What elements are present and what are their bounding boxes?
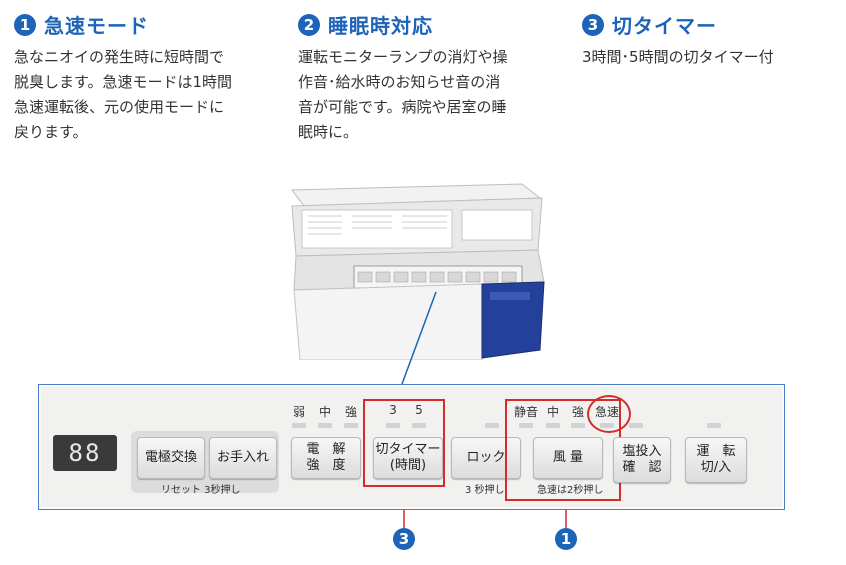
feature-title: 急速モード	[44, 14, 149, 38]
power-button[interactable]: 運 転 切/入	[685, 437, 747, 483]
led-strong-airflow	[571, 423, 585, 428]
salt-check-button[interactable]: 塩投入 確 認	[613, 437, 671, 483]
led-quiet	[519, 423, 533, 428]
airflow-note: 急速は2秒押し	[537, 485, 604, 496]
feature-number-badge: 2	[298, 13, 320, 36]
electrolysis-strength-button[interactable]: 電 解 強 度	[291, 437, 361, 479]
led-power	[707, 423, 721, 428]
led-timer-3	[386, 423, 400, 428]
feature-description: 3時間･5時間の切タイマー付	[582, 48, 774, 66]
off-timer-button[interactable]: 切タイマー (時間)	[373, 437, 443, 479]
led-weak	[292, 423, 306, 428]
indicator-mid-airflow: 中	[546, 405, 559, 419]
indicator-quiet: 静音	[513, 405, 538, 419]
electrode-replace-button[interactable]: 電極交換	[137, 437, 205, 479]
feature-off-timer: 3 切タイマー 3時間･5時間の切タイマー付	[582, 10, 832, 70]
airflow-button[interactable]: 風 量	[533, 437, 603, 479]
rapid-highlight-circle	[587, 395, 631, 433]
indicator-strong-airflow: 強	[571, 405, 584, 419]
led-mid-airflow	[546, 423, 560, 428]
reset-note: リセット 3秒押し	[161, 485, 241, 496]
timer-highlight-box	[363, 399, 445, 487]
led-timer-5	[412, 423, 426, 428]
feature-description: 運転モニターランプの消灯や操 作音･給水時のお知らせ音の消 音が可能です。病院や…	[298, 48, 508, 141]
led-mid	[318, 423, 332, 428]
timer-marker: 3	[393, 528, 415, 550]
airflow-marker: 1	[555, 528, 577, 550]
feature-rapid-mode: 1 急速モード 急なニオイの発生時に短時間で 脱臭します。急速モードは1時間 急…	[14, 10, 276, 145]
indicator-mid: 中	[318, 405, 331, 419]
led-salt	[629, 423, 643, 428]
device-illustration	[291, 183, 545, 360]
indicator-timer-5: 5	[415, 403, 423, 417]
control-panel: 88 電極交換 お手入れ リセット 3秒押し 弱 中 強 電 解 強 度 3 5…	[38, 384, 785, 510]
indicator-strong: 強	[344, 405, 357, 419]
feature-description: 急なニオイの発生時に短時間で 脱臭します。急速モードは1時間 急速運転後、元の使…	[14, 48, 233, 141]
lock-button[interactable]: ロック	[451, 437, 521, 479]
care-button[interactable]: お手入れ	[209, 437, 277, 479]
indicator-weak: 弱	[292, 405, 305, 419]
indicator-timer-3: 3	[389, 403, 397, 417]
feature-sleep-mode: 2 睡眠時対応 運転モニターランプの消灯や操 作音･給水時のお知らせ音の消 音が…	[298, 10, 558, 145]
feature-title: 切タイマー	[612, 14, 717, 38]
led-lock	[485, 423, 499, 428]
feature-number-badge: 3	[582, 13, 604, 36]
digital-display: 88	[53, 435, 117, 471]
airflow-highlight-box	[505, 399, 621, 501]
feature-title: 睡眠時対応	[328, 14, 433, 38]
feature-number-badge: 1	[14, 13, 36, 36]
lock-note: 3 秒押し	[465, 485, 505, 496]
led-strong	[344, 423, 358, 428]
